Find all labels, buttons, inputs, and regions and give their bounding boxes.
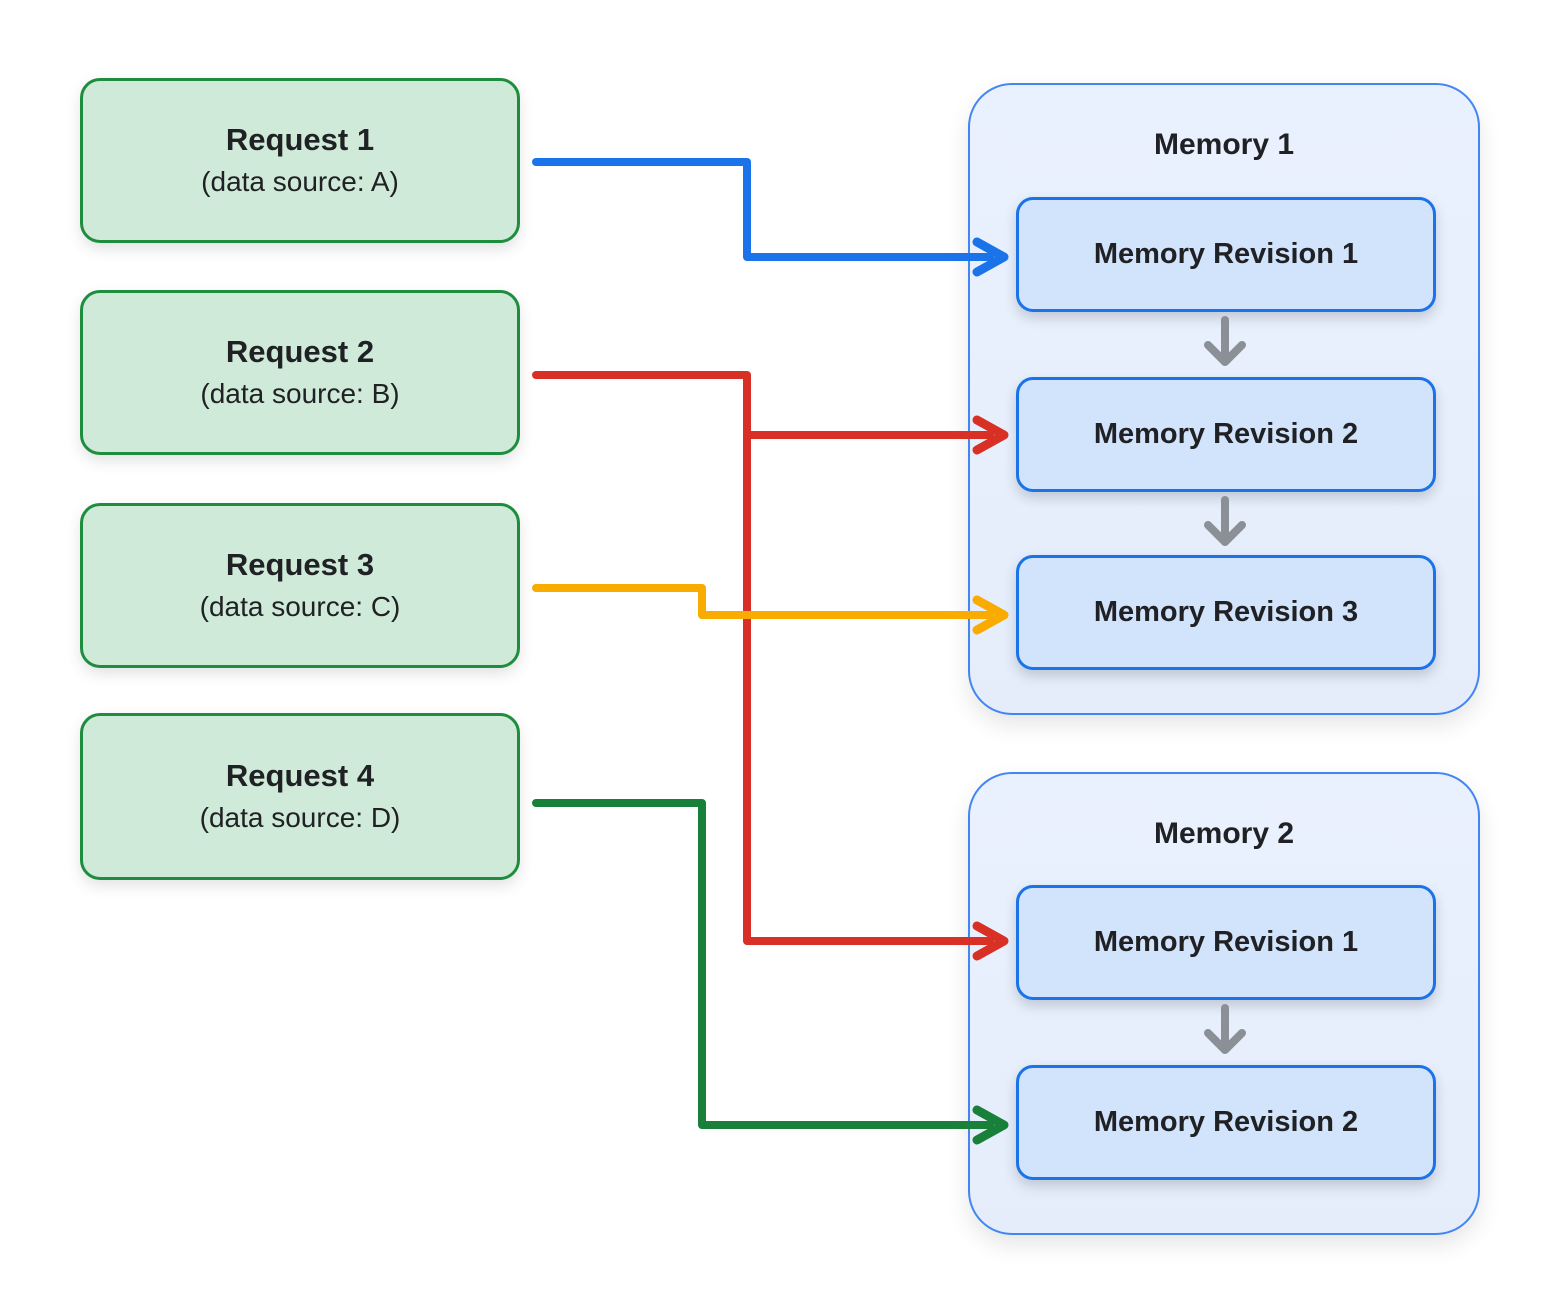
request-box-3: Request 3 (data source: C) bbox=[80, 503, 520, 668]
memory-1-revision-3: Memory Revision 3 bbox=[1016, 555, 1436, 670]
memory-group-2: Memory 2 Memory Revision 1 Memory Revisi… bbox=[968, 772, 1480, 1235]
connector-request2-main bbox=[532, 371, 994, 945]
memory-group-1: Memory 1 Memory Revision 1 Memory Revisi… bbox=[968, 83, 1480, 715]
connector-request4-to-memory2-rev2 bbox=[532, 799, 994, 1129]
connector-request1-to-memory1-rev1 bbox=[532, 158, 994, 261]
request-1-subtitle: (data source: A) bbox=[201, 166, 399, 198]
memory-1-revision-1: Memory Revision 1 bbox=[1016, 197, 1436, 312]
request-box-2: Request 2 (data source: B) bbox=[80, 290, 520, 455]
memory-1-title: Memory 1 bbox=[1153, 128, 1295, 161]
request-1-title: Request 1 bbox=[225, 122, 375, 158]
memory-2-revision-2: Memory Revision 2 bbox=[1016, 1065, 1436, 1180]
request-3-subtitle: (data source: C) bbox=[199, 591, 401, 623]
request-4-title: Request 4 bbox=[225, 758, 375, 794]
request-4-subtitle: (data source: D) bbox=[199, 802, 401, 834]
request-box-1: Request 1 (data source: A) bbox=[80, 78, 520, 243]
memory-2-title: Memory 2 bbox=[1153, 817, 1295, 850]
request-2-subtitle: (data source: B) bbox=[200, 378, 400, 410]
request-box-4: Request 4 (data source: D) bbox=[80, 713, 520, 880]
request-3-title: Request 3 bbox=[225, 547, 375, 583]
memory-1-revision-2: Memory Revision 2 bbox=[1016, 377, 1436, 492]
memory-2-revision-1: Memory Revision 1 bbox=[1016, 885, 1436, 1000]
request-2-title: Request 2 bbox=[225, 334, 375, 370]
connector-request3-to-memory1-rev3 bbox=[532, 584, 994, 619]
